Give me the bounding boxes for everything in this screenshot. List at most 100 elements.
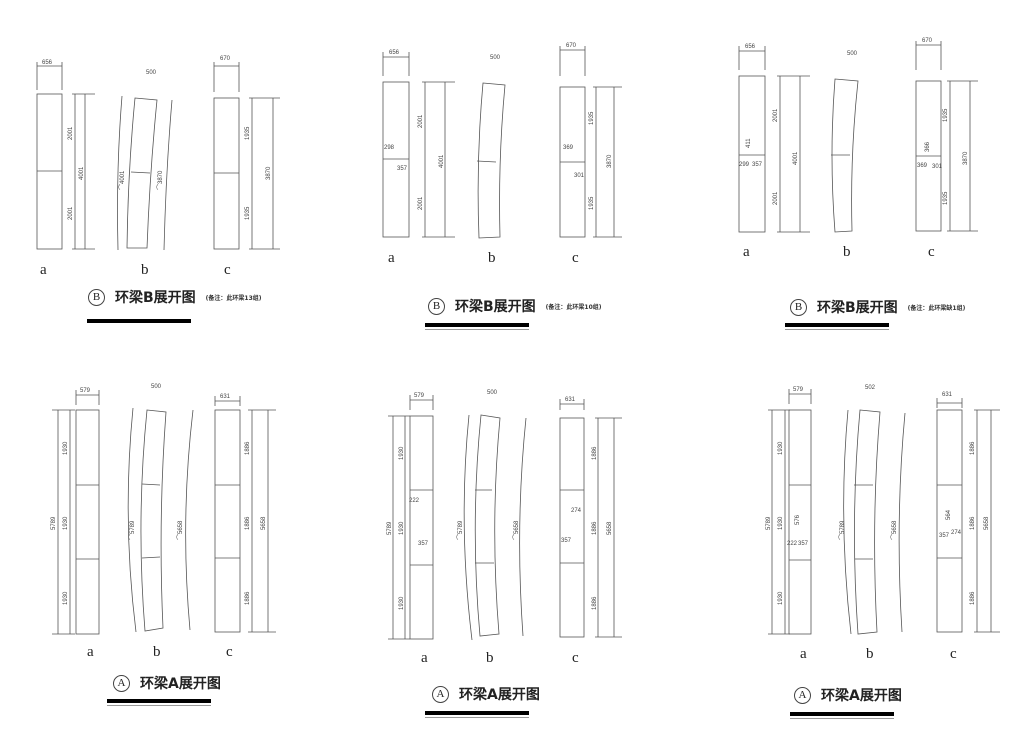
dim-text: 1886 <box>592 446 598 460</box>
grid-label-circle: A <box>794 686 811 704</box>
dim-text: 222 <box>787 541 798 547</box>
dim-text: 2001 <box>418 196 424 210</box>
caption-underline <box>785 329 889 330</box>
panel-label-c: c <box>950 646 957 662</box>
dim-text: 5789 <box>766 516 772 530</box>
dim-text: 274 <box>571 508 582 514</box>
a3-piece-a <box>768 389 812 635</box>
dim-text: 301 <box>932 164 943 170</box>
dim-text: 369 <box>563 145 574 151</box>
dim-text: 670 <box>922 38 933 44</box>
panel-label-c: c <box>572 250 579 266</box>
caption-underline <box>87 319 191 323</box>
dim-text: 5789 <box>51 516 57 530</box>
dim-text: 670 <box>566 43 577 49</box>
a1-piece-b <box>127 407 194 633</box>
dim-text: 1886 <box>970 441 976 455</box>
panel-label-c: c <box>226 644 233 660</box>
caption-underline <box>785 323 889 327</box>
dim-text: 670 <box>220 56 231 62</box>
dim-text: 1930 <box>778 441 784 455</box>
b1-piece-c <box>213 62 280 250</box>
caption-b2: B 环梁B展开图 (备注：此环梁10组) <box>428 296 602 316</box>
dim-text: ⌒4001 <box>119 170 126 190</box>
a2-piece-c <box>559 399 622 638</box>
dim-text: 369 <box>917 163 928 169</box>
dim-text: 222 <box>409 498 420 504</box>
dim-text: 4001 <box>793 151 799 165</box>
grid-label-circle: B <box>88 288 105 306</box>
grid-label-circle: B <box>428 297 445 315</box>
caption-underline <box>425 329 529 330</box>
caption-title: 环梁A展开图 <box>459 687 540 703</box>
b1-piece-a <box>36 62 95 250</box>
a3-piece-c <box>936 398 1000 633</box>
caption-title: 环梁B展开图 <box>115 290 196 306</box>
dim-text: 357 <box>752 162 763 168</box>
dim-text: 500 <box>146 70 157 76</box>
dim-text: ⌒5789 <box>839 520 846 540</box>
dim-text: 5658 <box>261 516 267 530</box>
dim-text: 357 <box>561 538 572 544</box>
dim-text: ⌒5789 <box>129 520 136 540</box>
panel-label-b: b <box>141 262 149 278</box>
panel-label-a: a <box>87 644 94 660</box>
dim-text: 1930 <box>63 441 69 455</box>
dim-text: 357 <box>418 541 429 547</box>
panel-label-a: a <box>421 650 428 666</box>
dim-text: 3870 <box>607 154 613 168</box>
dim-text: 5658 <box>984 516 990 530</box>
a1-piece-c <box>214 396 276 633</box>
b1-piece-b <box>117 95 173 251</box>
dim-text: 1930 <box>399 521 405 535</box>
dim-text: 299 <box>739 162 750 168</box>
dim-text: 2001 <box>418 114 424 128</box>
caption-underline <box>425 711 529 715</box>
dim-text: 357 <box>939 533 950 539</box>
dim-text: 274 <box>951 530 962 536</box>
caption-underline <box>107 699 211 703</box>
dim-text: 500 <box>487 390 498 396</box>
grid-label-circle: B <box>790 298 807 316</box>
caption-title: 环梁B展开图 <box>455 299 536 315</box>
caption-underline <box>107 705 211 706</box>
dim-text: 1886 <box>970 516 976 530</box>
dim-text: 411 <box>746 138 752 148</box>
panel-label-c: c <box>928 244 935 260</box>
dim-text: ⌒5658 <box>891 520 898 540</box>
dim-text: 1930 <box>399 446 405 460</box>
caption-a2: A 环梁A展开图 <box>432 684 540 704</box>
dim-text: 1886 <box>245 591 251 605</box>
dim-text: 5789 <box>387 521 393 535</box>
caption-note: (备注：此环梁10组) <box>545 303 602 311</box>
b3-piece-a <box>738 46 810 233</box>
dim-text: 2001 <box>68 126 74 140</box>
dim-text: 1930 <box>63 516 69 530</box>
panel-label-b: b <box>486 650 494 666</box>
caption-note: (备注：此环梁缺1组) <box>907 304 966 312</box>
caption-underline <box>790 712 894 716</box>
b2-piece-b <box>476 82 506 239</box>
dim-text: 301 <box>574 173 585 179</box>
panel-label-b: b <box>488 250 496 266</box>
grid-label-circle: A <box>432 685 449 703</box>
b3-piece-b <box>831 78 859 233</box>
dim-text: 656 <box>745 44 756 50</box>
dim-text: 500 <box>490 55 501 61</box>
dim-text: 2001 <box>773 108 779 122</box>
dim-text: 1886 <box>970 591 976 605</box>
dim-text: 298 <box>384 145 395 151</box>
dim-text: 1886 <box>245 441 251 455</box>
caption-b3: B 环梁B展开图 (备注：此环梁缺1组) <box>790 297 965 317</box>
panel-label-c: c <box>572 650 579 666</box>
dim-text: 502 <box>865 385 876 391</box>
caption-underline <box>790 718 894 719</box>
dim-text: 579 <box>414 393 425 399</box>
dim-text: 1886 <box>245 516 251 530</box>
dim-text: 1886 <box>592 596 598 610</box>
a3-piece-b <box>843 409 906 635</box>
dim-text: 500 <box>847 51 858 57</box>
dim-text: 1930 <box>63 591 69 605</box>
caption-title: 环梁A展开图 <box>140 676 221 692</box>
